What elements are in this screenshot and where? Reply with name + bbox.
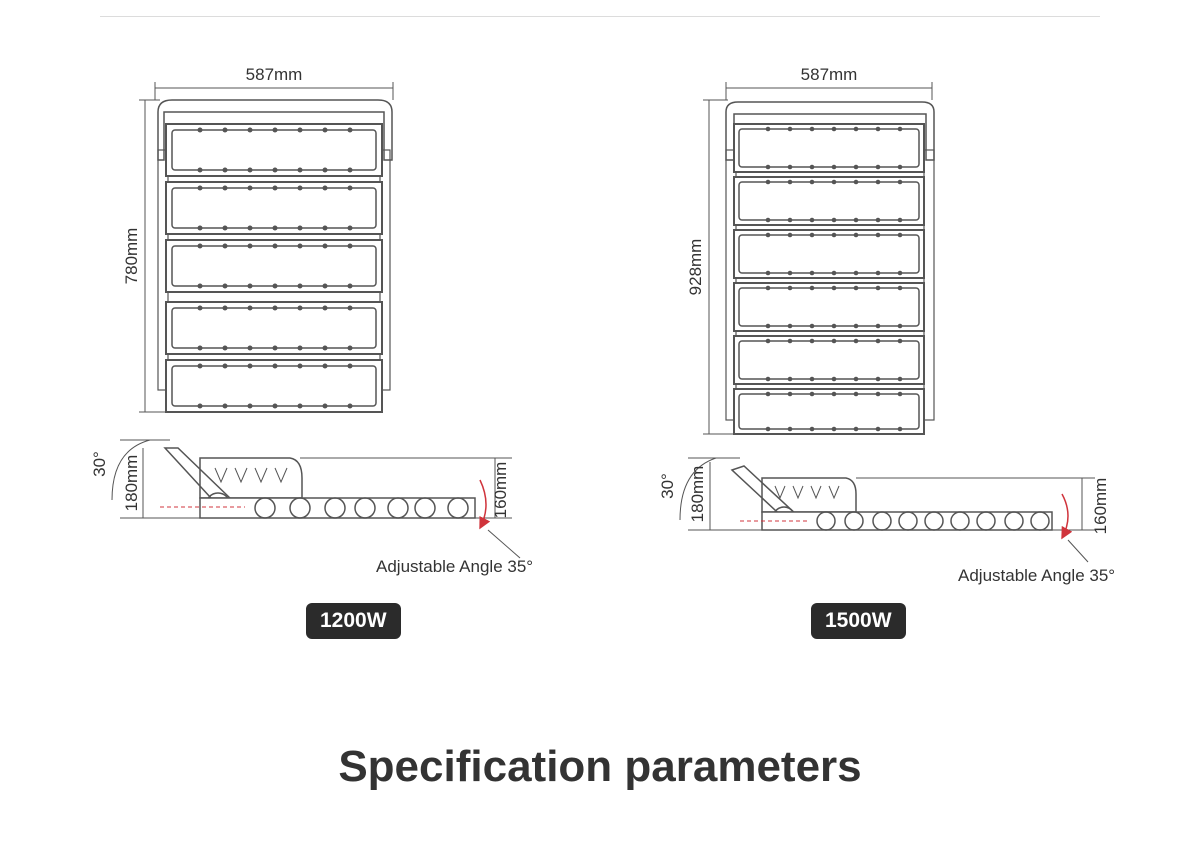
left-adjust-note: Adjustable Angle 35° <box>376 557 533 576</box>
right-side-depth-label: 160mm <box>1091 478 1110 535</box>
left-height-label: 780mm <box>122 228 141 285</box>
right-modules <box>733 123 925 435</box>
model-badge-1500w: 1500W <box>811 603 906 639</box>
right-side-view <box>679 457 1095 563</box>
section-title: Specification parameters <box>338 742 862 791</box>
left-tilt-label: 30° <box>90 451 109 477</box>
left-side-view <box>111 439 521 559</box>
right-height-label: 928mm <box>686 239 705 296</box>
right-width-label: 587mm <box>801 65 858 84</box>
right-adjust-note: Adjustable Angle 35° <box>958 566 1115 585</box>
top-divider <box>100 16 1100 17</box>
right-tilt-label: 30° <box>658 473 677 499</box>
left-side-height-label: 180mm <box>122 455 141 512</box>
left-side-depth-label: 160mm <box>491 462 510 519</box>
model-badge-1200w: 1200W <box>306 603 401 639</box>
left-width-label: 587mm <box>246 65 303 84</box>
left-front-view <box>139 82 394 413</box>
right-side-height-label: 180mm <box>688 466 707 523</box>
left-modules <box>165 123 383 413</box>
right-front-view <box>703 82 935 435</box>
